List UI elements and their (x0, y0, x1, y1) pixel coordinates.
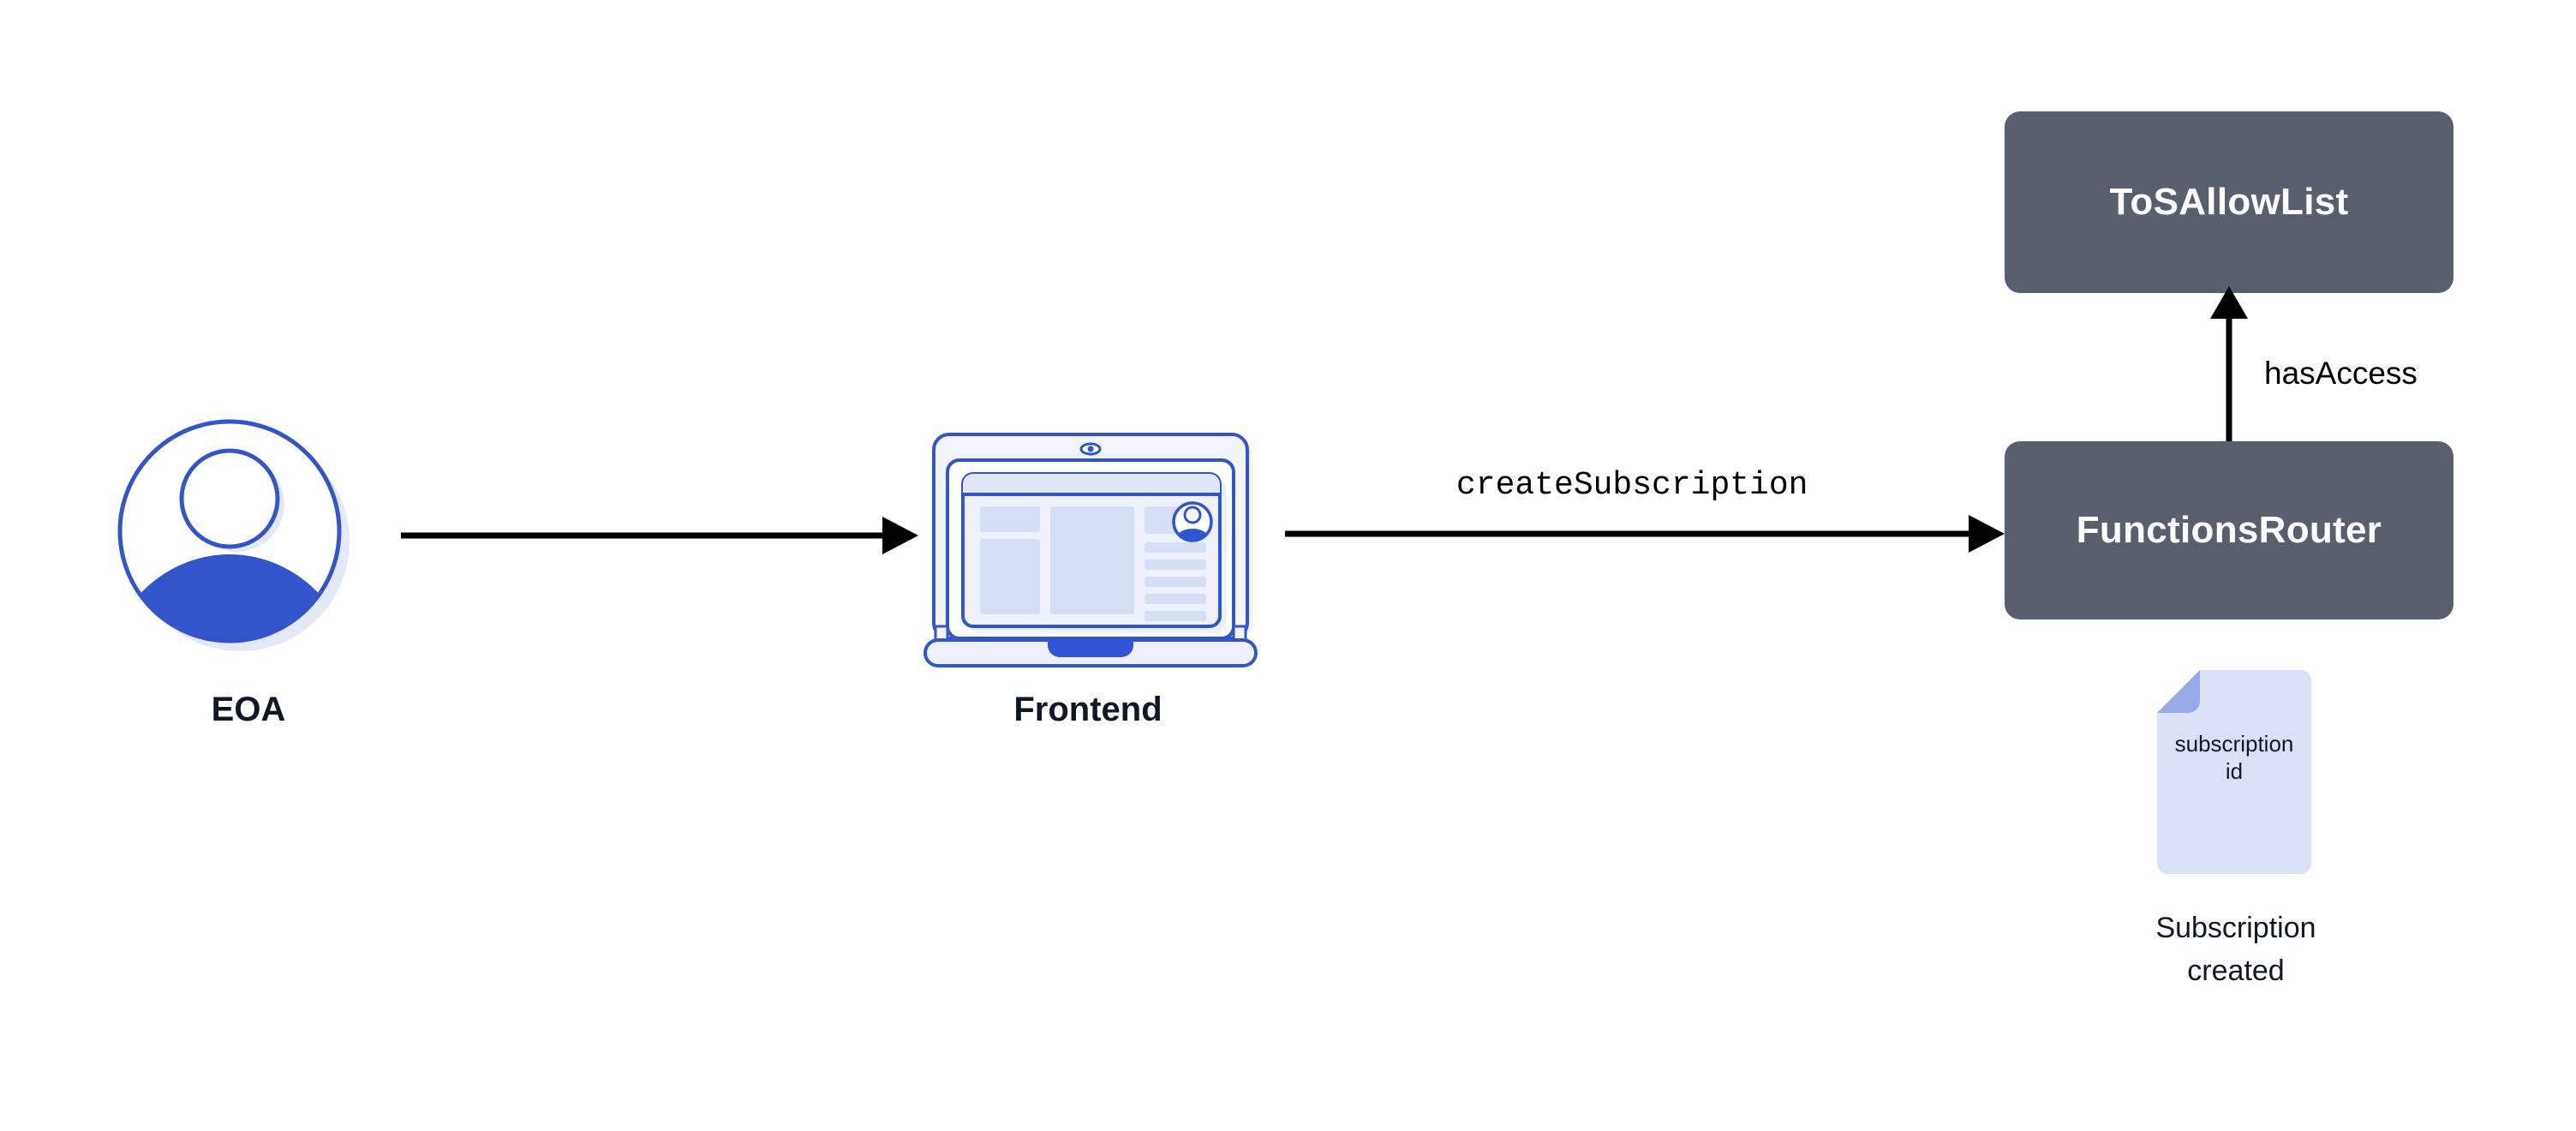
subscription-caption-line2: created (2187, 954, 2285, 987)
arrow-router-to-tosallowlist (2210, 286, 2248, 442)
eoa-node[interactable] (101, 403, 358, 660)
laptop-icon (923, 433, 1258, 667)
document-text: subscription id (2149, 730, 2320, 785)
document-icon (2157, 670, 2311, 874)
document-text-line1: subscription (2174, 731, 2294, 757)
edge-label-has-access: hasAccess (2264, 356, 2418, 391)
screen-avatar-icon (1172, 501, 1213, 542)
subscription-caption-line1: Subscription (2155, 912, 2316, 944)
arrow-eoa-to-frontend (401, 517, 918, 554)
subscription-created-label: Subscription created (2073, 907, 2399, 992)
user-avatar-icon (117, 419, 350, 651)
eoa-label: EOA (211, 691, 286, 728)
document-text-line2: id (2225, 758, 2244, 784)
frontend-label: Frontend (1013, 691, 1162, 728)
node-tosallowlist[interactable]: ToSAllowList (2005, 111, 2453, 293)
tosallowlist-label: ToSAllowList (2109, 181, 2349, 223)
node-functionsrouter[interactable]: FunctionsRouter (2005, 441, 2453, 619)
functionsrouter-label: FunctionsRouter (2076, 509, 2382, 551)
subscription-document-node[interactable]: subscription id (2149, 668, 2320, 883)
arrow-frontend-to-router (1285, 515, 2005, 553)
edge-label-create-subscription: createSubscription (1456, 467, 1808, 504)
frontend-node[interactable] (923, 424, 1311, 681)
